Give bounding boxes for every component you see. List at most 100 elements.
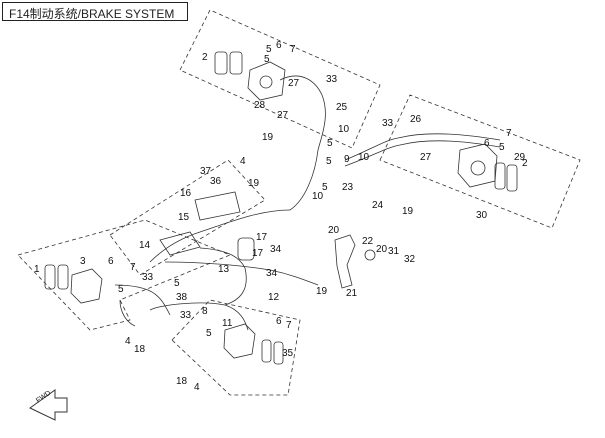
callout-label: 33 (382, 118, 394, 129)
callout-label: 10 (358, 152, 370, 163)
brake-line-bottom (149, 302, 249, 331)
callout-label: 7 (290, 44, 296, 55)
callout-label: 23 (342, 182, 354, 193)
callout-label: 38 (176, 292, 188, 303)
callout-label: 33 (326, 74, 338, 85)
callout-label: 7 (130, 262, 136, 273)
callout-label: 36 (210, 176, 222, 187)
callout-label: 6 (276, 316, 282, 327)
master-cylinder-group-outline (109, 159, 266, 276)
callout-label: 6 (108, 256, 114, 267)
callout-label: 5 (206, 328, 212, 339)
callout-label: 5 (174, 278, 180, 289)
callout-label: 20 (376, 244, 388, 255)
callout-label: 10 (338, 124, 350, 135)
brake-line-to-master (149, 209, 291, 263)
callout-label: 5 (118, 284, 124, 295)
master-cylinder-bracket (194, 191, 241, 221)
pad-fl-a (44, 264, 56, 290)
reservoir (237, 237, 255, 261)
callout-label: 7 (506, 128, 512, 139)
callout-label: 5 (326, 156, 332, 167)
brake-line-front-right (279, 75, 326, 151)
callout-label: 35 (282, 348, 294, 359)
page-title: F14制动系统/BRAKE SYSTEM (9, 7, 175, 21)
callout-label: 27 (277, 110, 289, 121)
brake-pedal (334, 234, 356, 289)
callout-label: 19 (402, 206, 414, 217)
callout-label: 18 (134, 344, 146, 355)
callout-label: 5 (264, 54, 270, 65)
callout-label: 22 (362, 236, 374, 247)
pad-lower-a (261, 339, 272, 363)
pad-fl-b (57, 264, 69, 290)
callout-label: 5 (499, 142, 505, 153)
callout-label: 8 (202, 306, 208, 317)
callout-label: 2 (202, 52, 208, 63)
callout-label: 37 (200, 166, 212, 177)
caliper-fl (70, 268, 103, 304)
callout-label: 10 (312, 191, 324, 202)
brake-line-rear-2 (344, 140, 501, 167)
callout-label: 33 (180, 310, 192, 321)
callout-label: 6 (484, 138, 490, 149)
callout-label: 19 (316, 286, 328, 297)
callout-label: 34 (270, 244, 282, 255)
callout-label: 9 (344, 154, 350, 165)
caliper-rear-piston (470, 160, 486, 176)
brake-line-rear (344, 133, 501, 161)
callout-label: 33 (142, 272, 154, 283)
callout-label: 27 (288, 78, 300, 89)
callout-label: 26 (410, 114, 422, 125)
callout-label: 5 (266, 44, 272, 55)
callout-label: 17 (256, 232, 268, 243)
caliper-fr (247, 61, 286, 101)
callout-label: 17 (252, 248, 264, 259)
callout-label: 32 (404, 254, 416, 265)
callout-label: 29 (514, 152, 526, 163)
brake-line-left (114, 284, 171, 316)
callout-label: 4 (194, 382, 200, 393)
brake-line-center (289, 149, 319, 211)
callout-label: 19 (248, 178, 260, 189)
callout-label: 3 (80, 256, 86, 267)
rear-caliper-group-outline (379, 94, 581, 229)
brake-line-bottom-2 (119, 299, 136, 327)
title-box: F14制动系统/BRAKE SYSTEM (2, 2, 188, 21)
callout-label: 14 (139, 240, 151, 251)
callout-label: 24 (372, 200, 384, 211)
callout-label: 11 (222, 318, 233, 329)
callout-label: 4 (125, 336, 131, 347)
callout-label: 13 (218, 264, 230, 275)
pad-lower-b (273, 341, 284, 365)
caliper-rear (457, 143, 498, 188)
pedal-pivot (364, 249, 376, 261)
master-cylinder (159, 231, 201, 256)
brake-line-master-lower (199, 247, 247, 306)
pad-rear-a (494, 162, 506, 190)
callout-label: 15 (178, 212, 190, 223)
callout-label: 25 (336, 102, 348, 113)
callout-label: 28 (254, 100, 266, 111)
callout-label: 34 (266, 268, 278, 279)
callout-label: 27 (420, 152, 432, 163)
callout-label: 31 (388, 246, 400, 257)
callout-label: 16 (180, 188, 192, 199)
callout-label: 21 (346, 288, 358, 299)
pad-rear-b (506, 164, 518, 192)
lower-caliper-group-outline (171, 299, 301, 396)
callout-label: 5 (322, 182, 328, 193)
callout-label: 4 (240, 156, 246, 167)
callout-label: 5 (327, 138, 333, 149)
front-right-caliper-group-outline (179, 9, 381, 149)
callout-label: 12 (268, 292, 280, 303)
caliper-fr-piston (259, 75, 273, 89)
callout-label: 19 (262, 132, 274, 143)
front-left-caliper-group-outline (17, 219, 232, 331)
fwd-arrow-icon (29, 389, 68, 421)
fwd-arrow-label: FWD (35, 390, 52, 405)
callout-label: 7 (286, 320, 292, 331)
brake-line-long (164, 261, 319, 286)
